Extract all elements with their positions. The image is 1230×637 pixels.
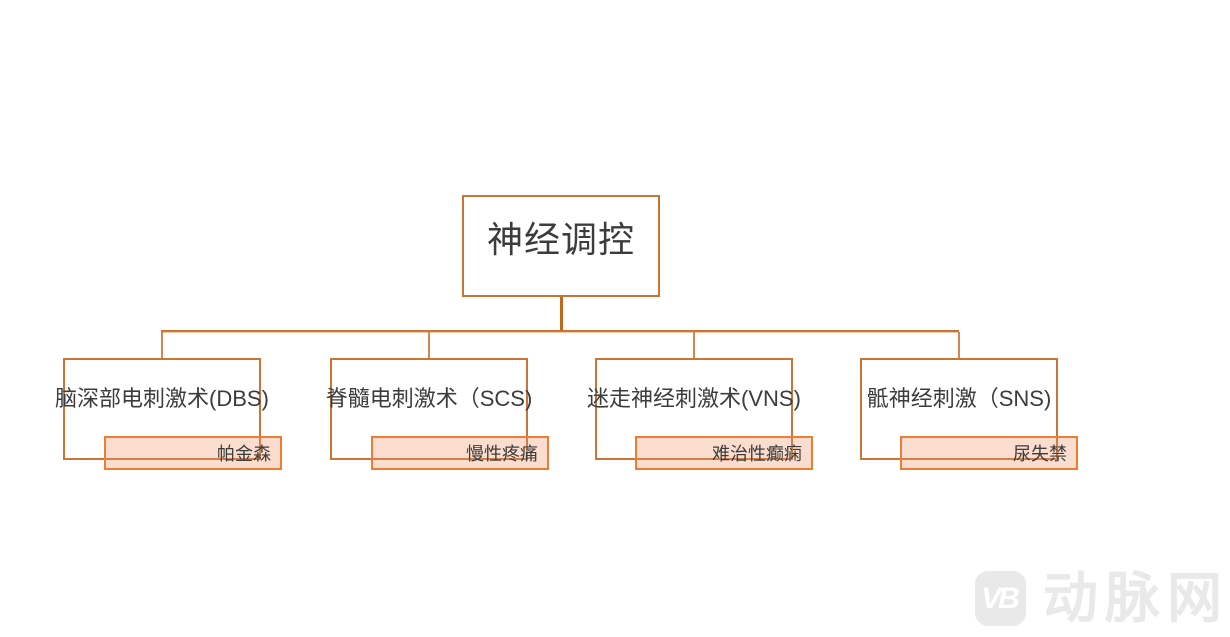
connector-drop-scs	[428, 332, 430, 358]
connector-bus-highlight	[161, 332, 959, 333]
child-node-scs: 脊髓电刺激术（SCS)	[326, 358, 532, 460]
watermark: VB 动脉网	[975, 571, 1229, 626]
child-node-scs-label: 脊髓电刺激术（SCS)	[325, 386, 533, 411]
child-node-dbs: 脑深部电刺激术(DBS)	[55, 358, 269, 460]
connector-stem	[560, 297, 563, 331]
tag-refractory-epilepsy-label: 难治性癫痫	[712, 444, 802, 464]
connector-drop-vns	[693, 332, 695, 358]
tag-urinary-incontinence: 尿失禁	[900, 436, 1078, 470]
vb-logo-icon: VB	[975, 571, 1026, 626]
vb-logo-text: VB	[981, 581, 1020, 615]
child-node-vns-label: 迷走神经刺激术(VNS)	[587, 386, 801, 411]
child-node-vns: 迷走神经刺激术(VNS)	[587, 358, 801, 460]
tag-chronic-pain-label: 慢性疼痛	[466, 444, 538, 464]
child-node-label-wrap: 迷走神经刺激术(VNS)	[583, 360, 805, 434]
tag-refractory-epilepsy: 难治性癫痫	[635, 436, 813, 470]
tag-urinary-incontinence-label: 尿失禁	[1013, 444, 1067, 464]
child-node-label-wrap: 骶神经刺激（SNS)	[848, 360, 1070, 434]
tag-parkinson: 帕金森	[104, 436, 282, 470]
child-node-label-wrap: 脊髓电刺激术（SCS)	[318, 360, 540, 434]
child-node-label-wrap: 脑深部电刺激术(DBS)	[51, 360, 273, 434]
root-node-label: 神经调控	[486, 219, 635, 260]
child-node-dbs-label: 脑深部电刺激术(DBS)	[55, 386, 269, 411]
root-node-neuromodulation: 神经调控	[462, 195, 660, 297]
connector-drop-sns	[958, 332, 960, 358]
child-node-sns: 骶神经刺激（SNS)	[860, 358, 1058, 460]
tag-parkinson-label: 帕金森	[217, 444, 271, 464]
connector-bus	[161, 330, 959, 332]
watermark-brand-text: 动脉网	[1043, 567, 1230, 629]
child-node-sns-label: 骶神经刺激（SNS)	[866, 386, 1052, 411]
tag-chronic-pain: 慢性疼痛	[371, 436, 549, 470]
connector-drop-dbs	[161, 332, 163, 358]
